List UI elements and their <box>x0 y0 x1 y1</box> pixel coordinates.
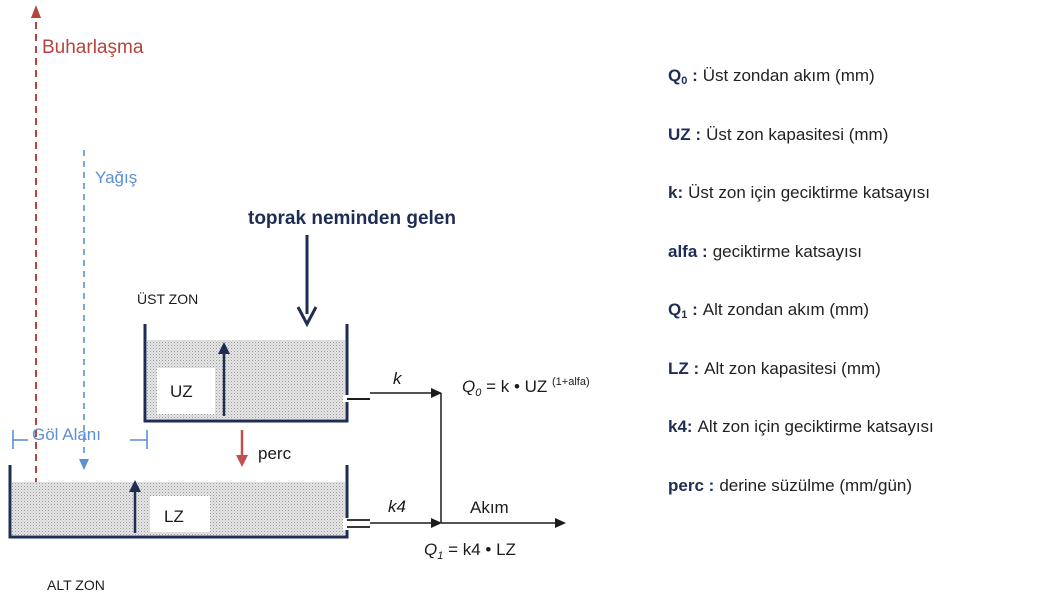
q1-rhs: = k4 • LZ <box>443 540 516 559</box>
lz-box <box>150 496 210 532</box>
legend-key: k4: <box>668 417 693 437</box>
soil-moisture-arrow <box>296 235 318 328</box>
lower-zone-label: ALT ZON <box>47 577 105 593</box>
legend-key-separator: : <box>677 183 684 202</box>
perc-arrow <box>236 430 248 467</box>
legend-description: Üst zondan akım (mm) <box>702 66 875 85</box>
q1-symbol: Q <box>424 540 437 559</box>
q0-symbol: Q <box>462 377 475 396</box>
legend-key-symbol: k4 <box>668 417 687 436</box>
q0-equation: Q0 = k • UZ (1+alfa) <box>462 376 590 399</box>
uz-label: UZ <box>170 382 193 401</box>
legend-key-separator: : <box>686 417 693 436</box>
q1-subscript: 1 <box>437 550 443 562</box>
q1-equation: Q1 = k4 • LZ <box>424 540 516 562</box>
legend: Q0 :Üst zondan akım (mm)UZ :Üst zon kapa… <box>668 66 1033 534</box>
legend-key-separator: : <box>687 300 698 319</box>
legend-key-symbol: k <box>668 183 678 202</box>
legend-key: alfa : <box>668 242 708 262</box>
legend-item: k4:Alt zon için geciktirme katsayısı <box>668 417 1033 476</box>
lz-label: LZ <box>164 507 184 526</box>
k-label: k <box>393 369 403 388</box>
precipitation-label: Yağış <box>95 168 137 187</box>
precipitation-arrow <box>79 150 89 470</box>
upper-outflow-arrow <box>370 388 442 398</box>
legend-key: perc : <box>668 476 714 496</box>
legend-item: LZ :Alt zon kapasitesi (mm) <box>668 359 1033 418</box>
uz-box <box>157 368 215 414</box>
soil-moisture-label: toprak neminden gelen <box>248 208 456 229</box>
legend-key-symbol: UZ <box>668 124 691 144</box>
legend-key-subscript: 1 <box>681 309 688 321</box>
legend-item: UZ :Üst zon kapasitesi (mm) <box>668 125 1033 184</box>
upper-zone-label: ÜST ZON <box>137 290 198 307</box>
legend-description: Üst zon için geciktirme katsayısı <box>688 183 930 202</box>
legend-key-separator: : <box>690 124 702 144</box>
q0-rhs: = k • UZ <box>481 377 552 396</box>
runoff-label: Akım <box>470 498 509 517</box>
legend-item: alfa :geciktirme katsayısı <box>668 242 1033 301</box>
legend-description: Üst zon kapasitesi (mm) <box>706 124 889 144</box>
evaporation-label: Buharlaşma <box>42 37 144 58</box>
legend-description: Alt zon kapasitesi (mm) <box>704 358 881 378</box>
legend-description: derine süzülme (mm/gün) <box>719 475 913 495</box>
lower-outflow-arrow <box>370 518 442 528</box>
legend-item: Q1 :Alt zondan akım (mm) <box>668 300 1033 359</box>
legend-key: k: <box>668 183 683 203</box>
uz-level-arrow <box>218 342 230 416</box>
q0-subscript: 0 <box>475 387 482 399</box>
legend-key: UZ : <box>668 125 701 145</box>
legend-key-separator: : <box>697 241 708 261</box>
legend-key-separator: : <box>703 475 715 495</box>
legend-key-symbol: perc <box>668 475 704 495</box>
legend-item: perc :derine süzülme (mm/gün) <box>668 476 1033 535</box>
legend-description: Alt zondan akım (mm) <box>702 300 870 319</box>
perc-label: perc <box>258 444 292 463</box>
legend-key-separator: : <box>687 66 698 85</box>
evaporation-arrow <box>31 5 41 485</box>
lz-level-arrow <box>129 480 141 533</box>
legend-key: Q0 : <box>668 66 698 87</box>
lake-area-bracket <box>12 430 148 449</box>
legend-key: Q1 : <box>668 300 698 321</box>
legend-key-separator: : <box>688 358 700 378</box>
lake-area-label: Göl Alanı <box>32 425 101 444</box>
legend-key-subscript: 0 <box>681 75 688 87</box>
legend-key-symbol: LZ <box>668 358 689 378</box>
legend-item: k:Üst zon için geciktirme katsayısı <box>668 183 1033 242</box>
legend-key-symbol: Q <box>668 300 682 319</box>
legend-key-symbol: alfa <box>668 241 698 261</box>
runoff-arrow <box>441 518 566 528</box>
k4-label: k4 <box>388 497 406 516</box>
legend-key: LZ : <box>668 359 699 379</box>
legend-item: Q0 :Üst zondan akım (mm) <box>668 66 1033 125</box>
legend-description: geciktirme katsayısı <box>712 241 862 261</box>
q0-exponent: (1+alfa) <box>552 376 590 388</box>
legend-description: Alt zon için geciktirme katsayısı <box>697 417 934 436</box>
legend-key-symbol: Q <box>668 66 682 85</box>
